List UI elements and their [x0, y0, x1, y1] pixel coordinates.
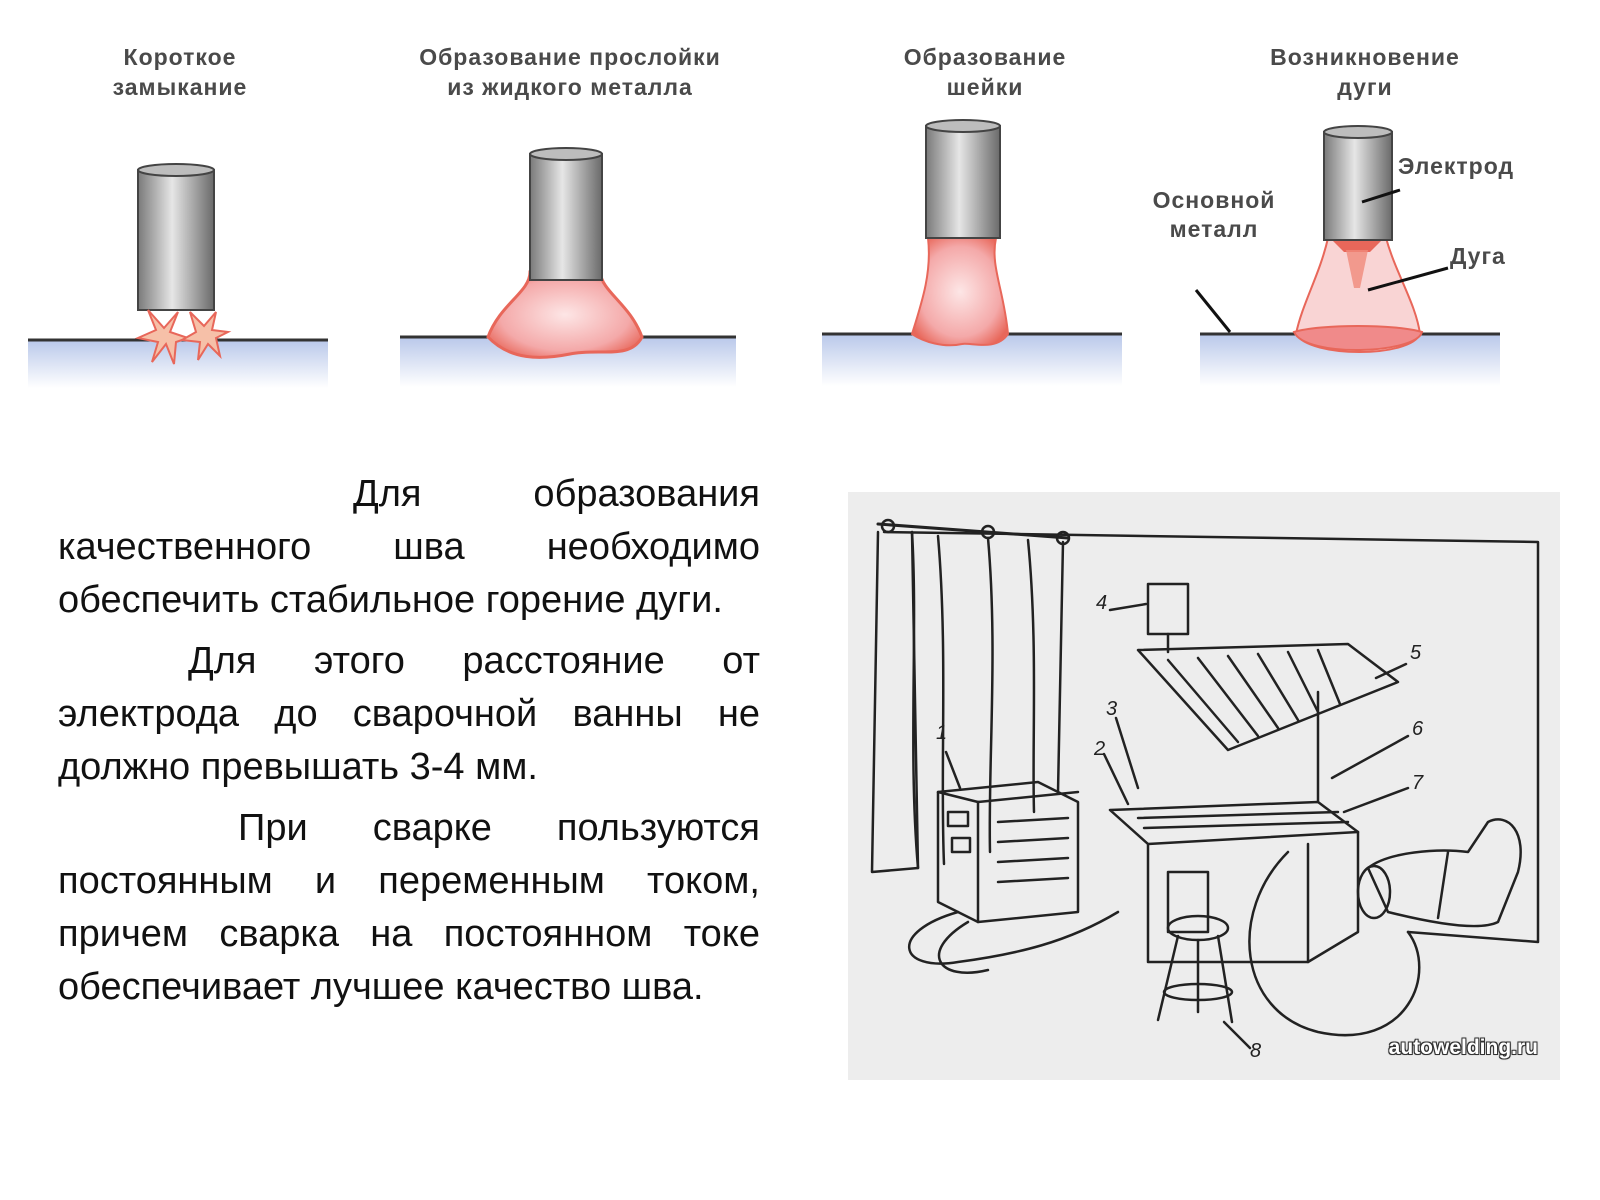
callout-number-5: 5: [1410, 642, 1422, 664]
callout-number-1: 1: [936, 722, 948, 744]
stage-title: Образование прослойки из жидкого металла: [419, 44, 721, 100]
arc-cone: [1294, 237, 1422, 353]
arc-label: Дуга: [1450, 243, 1506, 269]
paragraph-stable-arc: Для образования качественного шва необхо…: [58, 473, 760, 621]
molten-layer: [486, 270, 644, 359]
callout-number-7: 7: [1412, 772, 1424, 794]
paragraph-distance: Для этого расстояние от электрода до сва…: [58, 640, 760, 788]
callout-number-3: 3: [1106, 698, 1118, 720]
callout-number-2: 2: [1094, 738, 1106, 760]
stage-title: Возникновение дуги: [1270, 44, 1460, 100]
callout-number-6: 6: [1412, 718, 1424, 740]
electrode: [137, 169, 215, 311]
neck-illustration: [822, 119, 1122, 386]
electrode: [925, 125, 1001, 239]
body-text: Для образования качественного шва необхо…: [58, 468, 760, 1022]
electrode-leader: [1361, 188, 1401, 204]
welding-station-drawing: [870, 518, 1540, 1050]
liquid-layer-illustration: [400, 147, 736, 387]
welding-station-image: 1 2 3 4 5 6 7 8 autowelding.ru: [848, 492, 1560, 1080]
callout-number-4: 4: [1096, 592, 1108, 614]
arc-leader: [1367, 266, 1449, 292]
short-circuit-illustration: [28, 163, 328, 388]
watermark: autowelding.ru: [1388, 1036, 1538, 1059]
stage-arc: Возникновение дуги Электрод Дуга: [1194, 42, 1520, 402]
electrode: [1323, 131, 1393, 241]
base-metal-label: Основной металл: [1152, 187, 1276, 242]
paragraph-current: При сварке пользуются постоянным и перем…: [58, 807, 760, 1008]
base-metal: [28, 340, 328, 388]
base-metal-leader: [1194, 289, 1232, 333]
callout-number-8: 8: [1250, 1040, 1262, 1062]
electrode: [529, 153, 603, 281]
stage-title: Образование шейки: [903, 44, 1067, 100]
stage-neck: Образование шейки: [820, 42, 1150, 402]
molten-neck: [910, 237, 1010, 347]
stage-short-circuit: Короткое замыкание: [20, 42, 340, 402]
spark-icon: [134, 309, 232, 365]
stage-title: Короткое замыкание: [112, 44, 248, 100]
stage-liquid-layer: Образование прослойки из жидкого металла: [380, 42, 760, 402]
arc-illustration: [1194, 125, 1500, 386]
weld-pool: [1292, 325, 1424, 352]
electrode-label: Электрод: [1398, 153, 1515, 179]
